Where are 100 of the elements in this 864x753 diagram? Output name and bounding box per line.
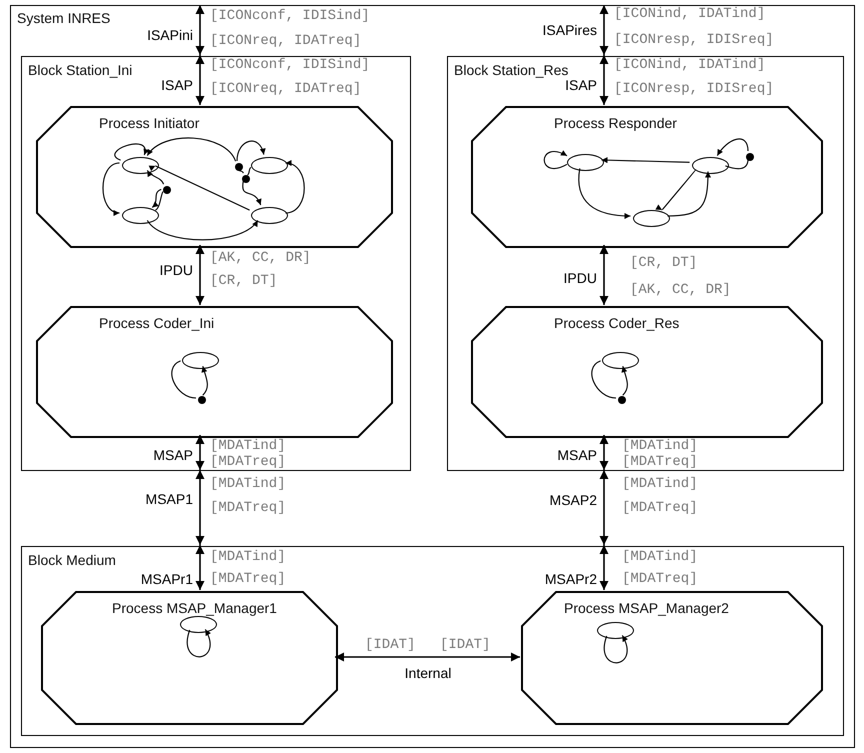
double-arrow: [600, 5, 608, 55]
signal-list: [CR, DT]: [630, 255, 698, 271]
double-arrow: [600, 435, 608, 470]
state-ellipse: [122, 156, 158, 174]
process-name: Process Initiator: [99, 115, 200, 131]
junction-dot: [618, 396, 626, 404]
process-octagon: [42, 592, 337, 724]
state-ellipse: [250, 206, 288, 224]
loop-arrow: [186, 629, 211, 658]
state-ellipse: [596, 622, 634, 638]
channel-label: MSAP2: [550, 492, 597, 508]
double-arrow: [196, 545, 204, 590]
state-ellipse: [250, 156, 288, 174]
channel-label: MSAP: [153, 447, 193, 463]
process-name: Process MSAP_Manager1: [112, 600, 277, 616]
double-arrow: [196, 55, 204, 105]
block-name: Block Station_Res: [454, 62, 568, 78]
arrow: [146, 220, 258, 240]
junction-dot: [746, 153, 754, 161]
signal-list: [ICONconf, IDISind]: [210, 57, 370, 73]
double-arrow: [196, 435, 204, 470]
channel-label: ISAPires: [542, 22, 597, 38]
channel-label: IPDU: [160, 262, 193, 278]
process-octagon: [472, 107, 822, 247]
signal-list: [ICONreq, IDATreq]: [210, 81, 362, 97]
channel-label: MSAP1: [146, 491, 193, 507]
process-name: Process Responder: [554, 115, 677, 131]
loop-arrow: [544, 150, 568, 170]
arrow: [622, 366, 628, 396]
signal-list: [IDAT]: [365, 637, 416, 653]
channel-label: ISAP: [161, 77, 193, 93]
signal-list: [ICONresp, IDISreq]: [614, 81, 774, 97]
signal-list: [MDATind]: [622, 438, 698, 454]
loop-arrow: [114, 143, 148, 161]
arrow: [102, 162, 120, 215]
channel-label: MSAP: [557, 447, 597, 463]
signal-list: [MDATind]: [210, 549, 286, 565]
process-octagon: [522, 592, 822, 724]
signal-list: [CR, DT]: [210, 273, 278, 289]
signal-list: [MDATreq]: [210, 500, 286, 516]
double-arrow: [196, 245, 204, 305]
signal-list: [MDATreq]: [622, 454, 698, 470]
connector-line: [171, 360, 196, 399]
process-name: Process Coder_Res: [554, 315, 680, 331]
connector-line: [591, 360, 616, 399]
system-frame: [10, 5, 855, 748]
signal-list: [IDAT]: [440, 637, 490, 653]
signal-list: [MDATreq]: [622, 500, 698, 516]
process-octagon: [37, 307, 392, 437]
channel-label: Internal: [404, 665, 452, 681]
state-ellipse: [180, 616, 216, 632]
arrow: [146, 138, 236, 162]
state-ellipse: [182, 352, 218, 368]
connector-line: [725, 158, 749, 170]
block-name: Block Medium: [28, 552, 116, 568]
signal-list: [ICONresp, IDISreq]: [614, 32, 774, 48]
channel-label: MSAPr2: [544, 571, 597, 587]
signal-list: [MDATind]: [622, 476, 698, 492]
arrow: [601, 157, 690, 164]
double-arrow: [335, 652, 520, 662]
signal-list: [AK, CC, DR]: [210, 250, 311, 266]
arrow: [202, 366, 208, 396]
signal-list: [MDATreq]: [622, 571, 698, 587]
channel-label: IPDU: [564, 270, 597, 286]
state-ellipse: [566, 154, 604, 170]
double-arrow: [196, 5, 204, 55]
double-arrow: [600, 470, 608, 545]
double-arrow: [600, 55, 608, 105]
signal-list: [ICONconf, IDISind]: [210, 8, 370, 24]
process-name: Process MSAP_Manager2: [564, 600, 729, 616]
junction-dot: [198, 396, 206, 404]
process-octagon: [37, 107, 392, 247]
channel-label: ISAP: [565, 77, 597, 93]
arrow: [578, 168, 631, 219]
signal-list: [MDATind]: [622, 549, 698, 565]
signal-list: [ICONreq, IDATreq]: [210, 33, 362, 49]
loop-arrow: [604, 635, 628, 664]
state-ellipse: [602, 352, 638, 368]
state-ellipse: [692, 156, 728, 174]
block-frame: [21, 56, 411, 471]
process-octagon: [472, 307, 822, 437]
process-name: Process Coder_Ini: [99, 315, 214, 331]
state-ellipse: [122, 206, 158, 224]
channel-label: ISAPini: [147, 27, 193, 43]
signal-list: [MDATind]: [210, 438, 286, 454]
double-arrow: [600, 545, 608, 590]
arrow: [716, 138, 749, 156]
arrow: [285, 161, 305, 214]
double-arrow: [196, 470, 204, 545]
double-arrow: [600, 245, 608, 305]
signal-list: [MDATreq]: [210, 571, 286, 587]
signal-list: [MDATreq]: [210, 454, 286, 470]
signal-list: [ICONind, IDATind]: [614, 6, 766, 22]
block-frame: [21, 546, 844, 736]
signal-list: [AK, CC, DR]: [630, 282, 731, 298]
system-name: System INRES: [17, 10, 110, 26]
state-ellipse: [632, 210, 670, 226]
channel-label: MSAPr1: [140, 571, 193, 587]
arrow: [236, 140, 266, 162]
block-frame: [447, 56, 844, 471]
